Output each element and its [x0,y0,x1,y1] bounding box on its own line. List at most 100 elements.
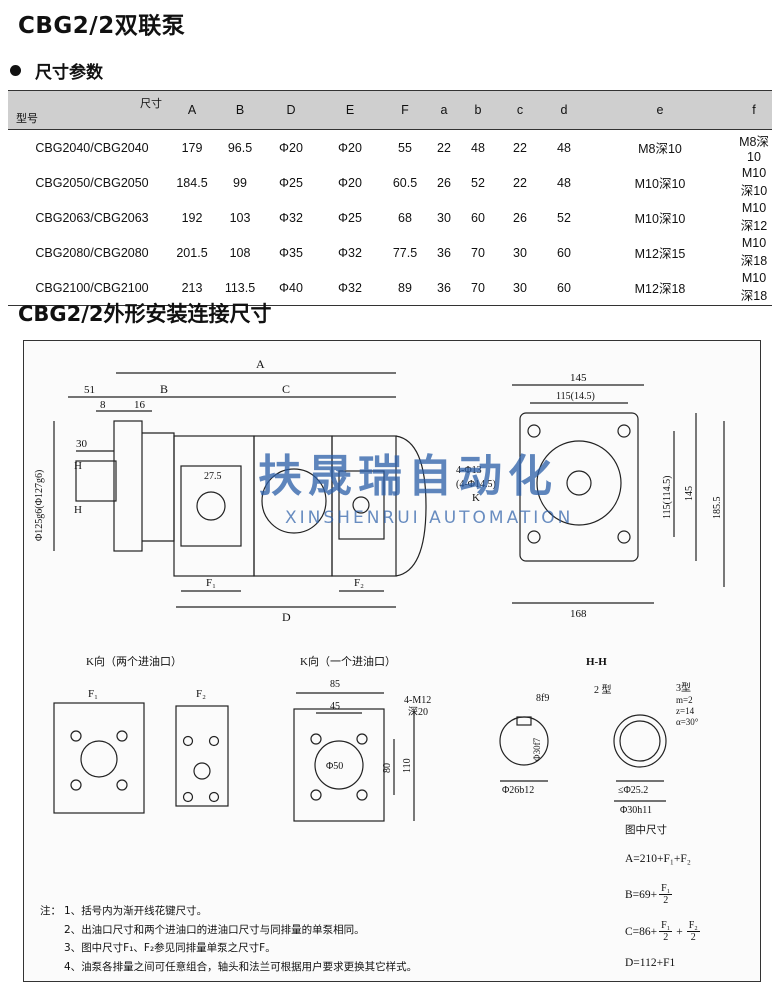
k2-f1-bolt [116,730,128,742]
drawing-panel: A 51 B C 8 16 30 H H Φ125g6(Φ127g6) 27.5… [23,340,761,982]
label-dim-8: 8 [100,399,106,411]
k1-bolt [310,789,322,801]
caption-k-two-inlets: K向（两个进油口） [86,654,182,668]
k1-bolt [356,789,368,801]
flange-outline [113,420,143,552]
label-dim-f1: F₁ [206,577,216,589]
value-cell: Φ20 [338,175,362,190]
value-cell: 108 [229,245,251,260]
note-text: 图中尺寸F₁、F₂参见同排量单泵之尺寸F。 [81,942,276,954]
formulas-title: 图中尺寸 [625,824,667,836]
value-cell: M8深10 [739,135,769,164]
fraction-numerator: F₁ [659,920,673,932]
shaft-outline [75,460,117,502]
column-header: a [428,90,460,130]
model-cell: CBG2050/CBG2050 [35,175,149,190]
pump2-body [331,435,397,577]
value-cell: Φ40 [264,270,318,306]
label-k-arrow: K [472,492,480,504]
k2-view-f1-plate [53,702,145,814]
note-text: 括号内为渐开线花键尺寸。 [81,905,208,917]
value-cell: Φ32 [318,270,382,306]
k1-bolt [356,733,368,745]
value-cell: 22 [513,140,527,155]
note-number: 1、 [64,905,82,917]
notes-block: 注： 1、括号内为渐开线花键尺寸。2、出油口尺寸和两个进油口的进油口尺寸与同排量… [40,902,417,976]
k2-view-f2-plate [175,705,229,807]
page-title: CBG2/2双联泵 [18,13,186,39]
value-cell: Φ25 [338,210,362,225]
value-cell: 60 [544,270,584,306]
bullet-icon [10,65,21,76]
note-item: 4、油泵各排量之间可任意组合，轴头和法兰可根据用户要求更换其它样式。 [64,958,417,977]
label-dim-30: 30 [76,438,88,450]
note-text: 油泵各排量之间可任意组合，轴头和法兰可根据用户要求更换其它样式。 [81,960,418,973]
value-cell: M8深10 [638,142,682,156]
label-k1-m12: 4-M12 [404,695,431,706]
label-hh-26: Φ26b12 [502,785,534,796]
k2-f2-bolt [208,735,220,747]
label-hh-z: z=14 [676,706,695,716]
front-view-hole [527,530,541,544]
value-cell: Φ20 [279,140,303,155]
value-cell: M12深18 [584,270,736,306]
value-cell: Φ32 [338,245,362,260]
label-k1-110: 110 [402,758,413,773]
k2-f2-bolt [182,791,194,803]
model-cell: CBG2063/CBG2063 [35,210,149,225]
spec-table: 型号 尺寸 A B D E F a b c d e f CBG2040/CBG2… [8,90,772,306]
note-number: 2、 [64,923,82,936]
note-item: 3、图中尺寸F₁、F₂参见同排量单泵之尺寸F。 [64,939,417,958]
label-k2-f2: F₂ [196,688,206,700]
value-cell: 36 [428,270,460,306]
label-hh-m: m=2 [676,695,693,705]
value-cell: 36 [437,245,451,260]
k2-f2-bolt [208,791,220,803]
note-number: 3、 [64,942,82,954]
k1-view-plate [293,708,385,822]
k2-f1-bolt [70,779,82,791]
k2-f1-bolt [70,730,82,742]
hh-key [516,716,532,726]
value-cell: 213 [168,270,216,306]
column-header: F [382,90,428,130]
port-f1-hole [196,491,226,521]
value-cell: 30 [496,270,544,306]
plus-sign: + [676,925,683,938]
value-cell: Φ20 [338,140,362,155]
value-cell: 96.5 [227,140,253,155]
value-cell: 48 [557,175,571,190]
caption-k-one-inlet: K向（一个进油口） [300,654,396,668]
value-cell: M10深10 [634,177,686,191]
value-cell: Φ35 [279,245,303,260]
column-header: f [736,90,772,130]
label-k2-f1: F₁ [88,688,98,700]
label-holes: 4-Φ13 [456,465,482,476]
value-cell: 179 [181,140,203,155]
value-cell: 60.5 [392,175,418,190]
label-dim-v115: 115(114.5) [662,476,673,519]
label-dim-115: 115(14.5) [556,391,595,402]
column-header: e [584,90,736,130]
table-header-row: 型号 尺寸 A B D E F a b c d e f [8,90,772,130]
label-dim-168: 168 [570,608,587,620]
value-cell: M10深18 [736,270,772,306]
front-view-hole [617,530,631,544]
label-k1-45: 45 [330,701,340,712]
label-k1-depth: 深20 [408,706,428,718]
watermark-subtext: XINSHENRUI AUTOMATION [285,508,574,528]
label-k1-80: 80 [382,763,393,773]
port-f2-outline [338,470,385,540]
value-cell: 68 [398,210,412,225]
label-dim-b: B [160,382,168,396]
model-cell: CBG2040/CBG2040 [35,140,149,155]
formula-c: C=86+ F₁ 2 + F₂ 2 [625,920,700,943]
value-cell: 26 [437,175,451,190]
note-number: 4、 [64,960,82,973]
notes-list: 1、括号内为渐开线花键尺寸。2、出油口尺寸和两个进油口的进油口尺寸与同排量的单泵… [64,902,417,976]
k2-f1-port [80,740,118,778]
value-cell: M10深12 [740,201,768,233]
